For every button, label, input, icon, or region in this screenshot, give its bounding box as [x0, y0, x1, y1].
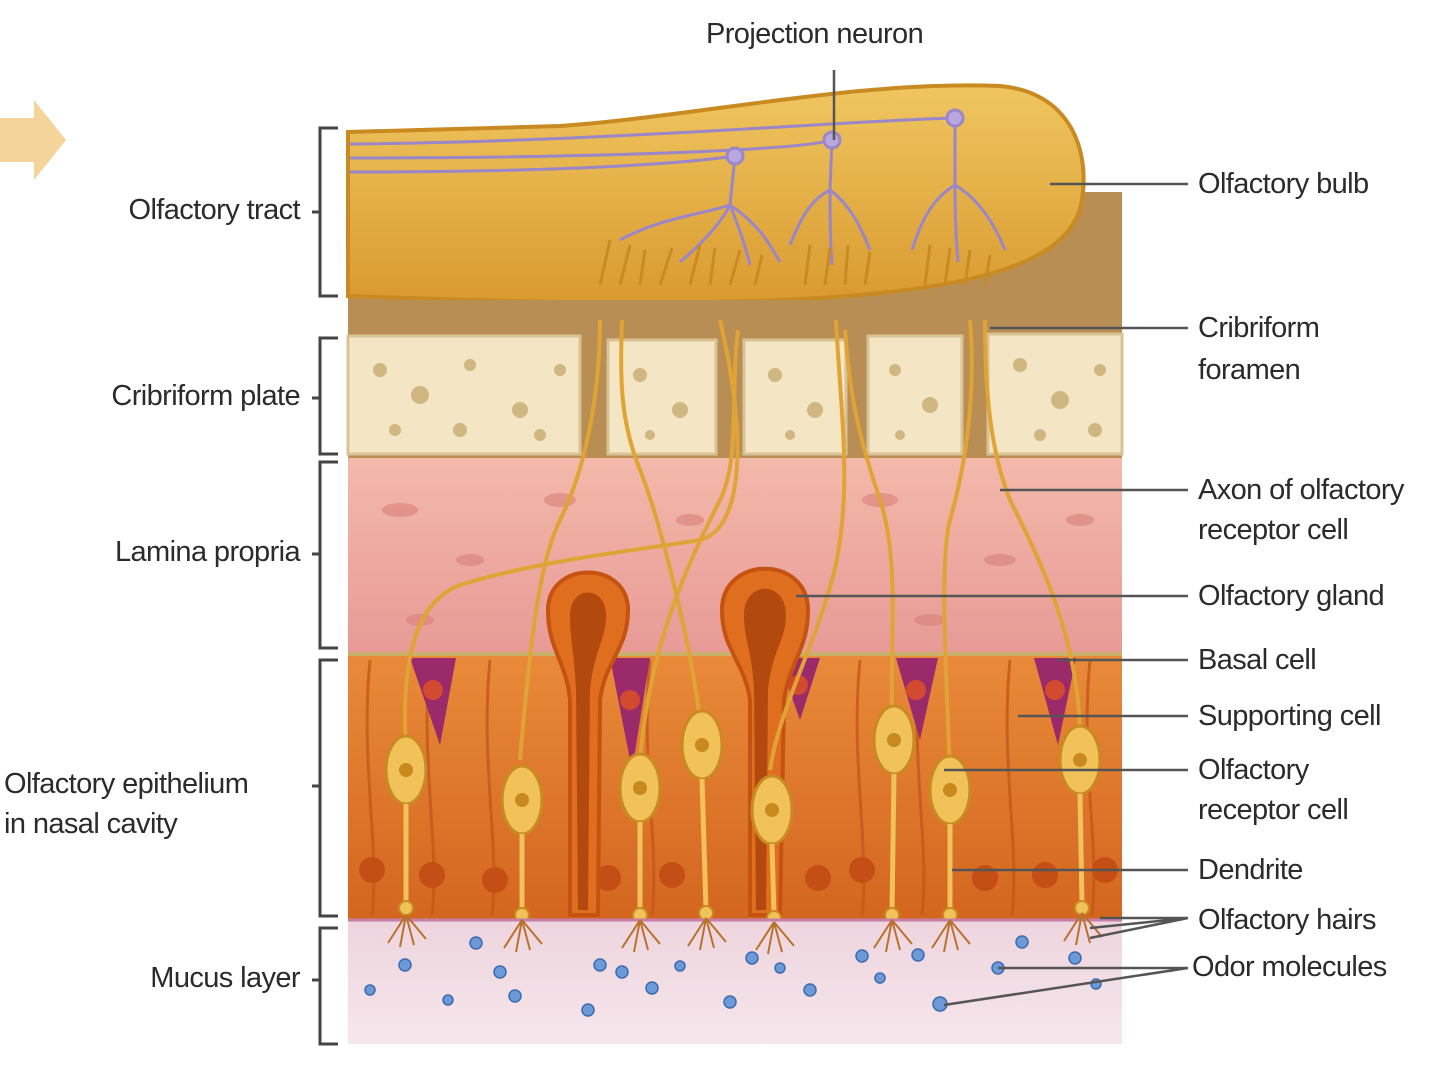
- label-odor-molecules: Odor molecules: [1192, 951, 1387, 983]
- label-cribriform-foramen-1: Cribriform: [1198, 312, 1320, 344]
- olfactory-epithelium-shape: [348, 654, 1122, 920]
- olfactory-glands: [545, 566, 811, 917]
- label-cribriform-foramen-2: foramen: [1198, 354, 1301, 386]
- label-dendrite: Dendrite: [1198, 854, 1303, 886]
- dendrites: [403, 773, 1085, 916]
- label-olfactory-gland: Olfactory gland: [1198, 580, 1385, 612]
- label-receptor-cell-2: receptor cell: [1198, 794, 1349, 826]
- olfactory-hairs-shapes: [387, 912, 1103, 955]
- basal-cell-nuclei: [423, 675, 1065, 710]
- cribriform-bone-blocks: [346, 332, 1124, 456]
- glomeruli: [598, 239, 992, 286]
- label-receptor-cell-1: Olfactory: [1198, 754, 1309, 786]
- supporting-cell-nuclei: [359, 857, 1118, 893]
- label-olfactory-hairs: Olfactory hairs: [1198, 904, 1377, 936]
- mucus-layer-shape: [348, 920, 1122, 1044]
- label-olfactory-tract: Olfactory tract: [128, 194, 301, 226]
- tract-fibers: [349, 116, 956, 174]
- label-axon-2: receptor cell: [1198, 514, 1349, 546]
- label-cribriform-plate: Cribriform plate: [111, 380, 300, 412]
- projection-neurons: [619, 108, 1007, 266]
- bone-texture: [373, 358, 1106, 441]
- label-lamina-propria: Lamina propria: [114, 536, 301, 568]
- label-olfactory-epithelium-2: in nasal cavity: [4, 808, 178, 840]
- olfactory-bulb-shape: [346, 83, 1086, 305]
- left-brackets: [312, 126, 338, 1046]
- label-projection-neuron: Projection neuron: [706, 18, 924, 50]
- odor-molecules-shapes: [364, 935, 1102, 1017]
- receptor-cell-nuclei: [399, 733, 1087, 817]
- label-olfactory-epithelium-1: Olfactory epithelium: [4, 768, 249, 800]
- label-basal-cell: Basal cell: [1198, 644, 1317, 676]
- label-olfactory-bulb: Olfactory bulb: [1198, 168, 1369, 200]
- arrow-icon: [0, 100, 66, 180]
- label-axon-1: Axon of olfactory: [1198, 474, 1404, 506]
- label-mucus-layer: Mucus layer: [150, 962, 300, 994]
- label-supporting-cell: Supporting cell: [1198, 700, 1381, 732]
- leader-lines: [796, 70, 1189, 1007]
